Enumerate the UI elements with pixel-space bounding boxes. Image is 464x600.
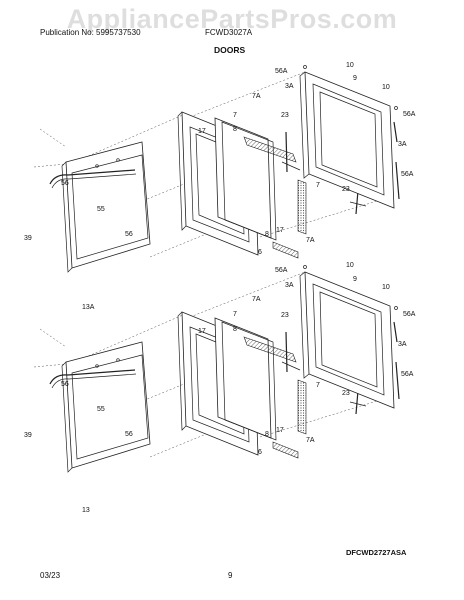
- upper-callout-8: 8: [233, 126, 237, 133]
- lower-callout-56a: 56A: [403, 311, 416, 318]
- model-number: FCWD3027A: [205, 28, 253, 37]
- upper-callout-10: 10: [382, 84, 390, 91]
- lower-callout-7: 7: [233, 311, 237, 318]
- lower-callout-3a: 3A: [285, 282, 294, 289]
- lower-callout-7a: 7A: [306, 437, 315, 444]
- lower-callout-8: 8: [233, 326, 237, 333]
- lower-callout-17: 17: [198, 328, 206, 335]
- lower-callout-56a: 56A: [275, 267, 288, 274]
- upper-callout-23: 23: [342, 186, 350, 193]
- upper-callout-56: 56: [61, 180, 69, 187]
- upper-callout-56: 56: [125, 231, 133, 238]
- upper-callout-23: 23: [281, 112, 289, 119]
- upper-callout-13a: 13A: [82, 304, 95, 311]
- lower-callout-23: 23: [342, 390, 350, 397]
- upper-callout-56a: 56A: [401, 171, 414, 178]
- upper-callout-6: 6: [258, 249, 262, 256]
- upper-callout-8: 8: [265, 231, 269, 238]
- upper-callout-3a: 3A: [285, 83, 294, 90]
- upper-callout-7a: 7A: [252, 93, 261, 100]
- upper-callout-9: 9: [353, 75, 357, 82]
- upper-door-assembly: [33, 64, 400, 273]
- upper-callout-17: 17: [276, 227, 284, 234]
- lower-callout-8: 8: [265, 431, 269, 438]
- lower-callout-10: 10: [346, 262, 354, 269]
- watermark-text: AppliancePartsPros.com: [66, 4, 398, 34]
- upper-callout-7: 7: [316, 182, 320, 189]
- lower-callout-56: 56: [61, 381, 69, 388]
- footer-date: 03/23: [40, 571, 61, 580]
- lower-door-assembly: [33, 264, 400, 473]
- upper-callout-39: 39: [24, 235, 32, 242]
- lower-callout-55: 55: [97, 406, 105, 413]
- publication-number: Publication No: 5995737530: [40, 28, 141, 37]
- lower-callout-10: 10: [382, 284, 390, 291]
- lower-callout-9: 9: [353, 276, 357, 283]
- lower-callout-56: 56: [125, 431, 133, 438]
- lower-callout-7: 7: [316, 382, 320, 389]
- upper-callout-3a: 3A: [398, 141, 407, 148]
- lower-callout-23: 23: [281, 312, 289, 319]
- lower-callout-7a: 7A: [252, 296, 261, 303]
- lower-callout-13: 13: [82, 507, 90, 514]
- upper-callout-17: 17: [198, 128, 206, 135]
- upper-callout-7: 7: [233, 112, 237, 119]
- lower-callout-3a: 3A: [398, 341, 407, 348]
- upper-callout-10: 10: [346, 62, 354, 69]
- lower-callout-56a: 56A: [401, 371, 414, 378]
- lower-callout-6: 6: [258, 449, 262, 456]
- upper-callout-labels: 10 56A 9 3A 7A 7 8 23 17 10 56A 3A 56A 23 56 55 56 39 7 17 8…: [24, 62, 416, 311]
- upper-callout-56a: 56A: [275, 68, 288, 75]
- lower-callout-39: 39: [24, 432, 32, 439]
- footer-page-number: 9: [228, 571, 233, 580]
- diagram-code: DFCWD2727ASA: [346, 548, 407, 557]
- upper-callout-56a: 56A: [403, 111, 416, 118]
- section-title: DOORS: [214, 45, 246, 55]
- lower-callout-labels: 56A 10 9 3A 7A 7 17 23 8 10 56A 3A 56A 23 56 55 56 39 7 17 8…: [24, 262, 416, 514]
- lower-callout-17: 17: [276, 427, 284, 434]
- upper-callout-7a: 7A: [306, 237, 315, 244]
- upper-callout-55: 55: [97, 206, 105, 213]
